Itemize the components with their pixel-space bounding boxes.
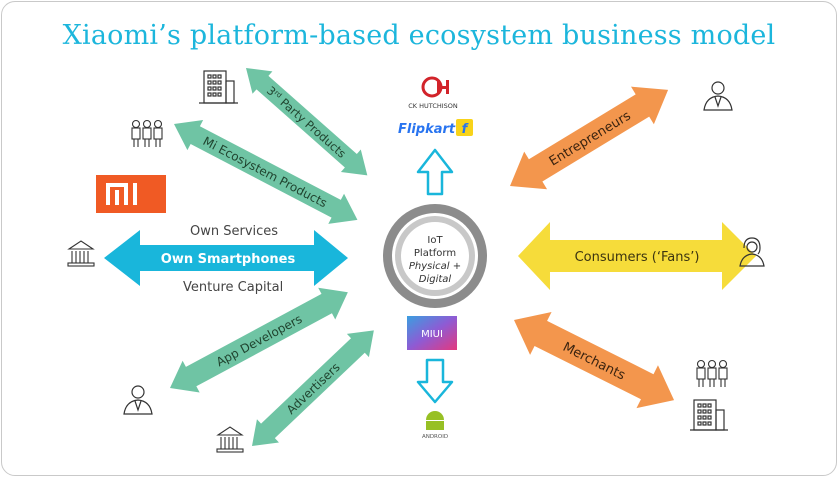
mi-logo-text: mi [0,0,2,1]
hub-text-line4: Digital [419,274,452,285]
miui-text: MIUI [421,329,443,340]
arrow-mi-ecosystem-products: Mi Ecosystem Products [174,120,358,224]
arrow-own-smartphones: Own Smartphones [104,230,348,286]
own-services-label: Own Services [190,224,279,239]
office-building-icon-right [690,399,728,431]
arrow-label-entrepreneurs: Entrepreneurs [547,108,634,169]
hub-text-line3: Physical + [409,261,461,272]
android-text: ANDROID [422,434,448,440]
entrepreneur-icon [703,81,733,111]
venture-capital-label: Venture Capital [183,280,284,295]
arrow-entrepreneurs: Entrepreneurs [510,86,669,190]
businessman-icon [123,385,153,415]
arrow-consumers: Consumers (‘Fans’) [518,222,756,290]
arrow-merchants: Merchants [514,311,675,409]
office-building-icon [199,70,238,104]
arrow-label-third-party: 3rd Party Products [264,83,349,160]
iot-platform-hub: IoT Platform Physical + Digital [383,204,487,308]
arrow-label-advertisers: Advertisers [284,360,343,417]
arrow-label-mi-ecosystem: Mi Ecosystem Products [201,134,330,210]
svg-text:f: f [462,122,470,137]
mi-logo: mi [0,0,166,213]
consumer-icon [739,237,765,267]
arrow-label-app-developers: App Developers [214,312,304,369]
people-group-icon-right [696,359,728,387]
hub-text-line2: Platform [414,248,456,259]
hub-text-line1: IoT [427,235,443,246]
arrow-down-outline [416,358,454,404]
android-logo: ANDROID [422,411,448,440]
arrow-label-consumers: Consumers (‘Fans’) [575,250,700,265]
miui-logo: MIUI [407,316,457,350]
flipkart-logo: Flipkart f [398,119,473,137]
ck-hutchison-logo: CK HUTCHISON [408,76,458,110]
arrow-up-outline [416,148,454,196]
diagram-title: Xiaomi’s platform-based ecosystem busine… [62,20,776,51]
bank-icon-bottom [216,426,244,453]
bank-icon [67,240,95,267]
flipkart-text: Flipkart [398,122,456,137]
arrow-label-own-smartphones: Own Smartphones [161,252,296,267]
people-group-icon [131,119,163,147]
ck-hutchison-text: CK HUTCHISON [408,102,458,110]
